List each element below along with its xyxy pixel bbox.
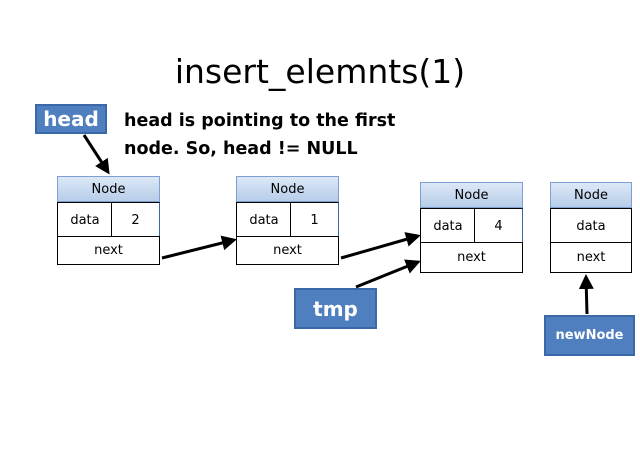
node-2-next-arrow [340, 232, 421, 260]
node-data-value: 2 [111, 202, 160, 238]
node-next-field: next [420, 242, 523, 273]
node-data-label: data [57, 202, 113, 238]
explanation-note: head is pointing to the first node. So, … [124, 107, 424, 163]
node-next-field: next [550, 242, 632, 273]
head-pointer-label: head [35, 104, 107, 134]
tmp-label-text: tmp [313, 296, 358, 321]
newnode-to-new-node-arrow [578, 274, 594, 315]
node-caption: Node [420, 182, 523, 208]
newnode-label-text: newNode [555, 328, 624, 343]
head-label-text: head [43, 107, 99, 131]
node-next-field: next [57, 236, 160, 265]
node-caption: Node [236, 176, 339, 202]
node-data-label: data [550, 208, 632, 244]
node-caption: Node [550, 182, 632, 208]
node-1-next-arrow [161, 235, 237, 260]
note-line-2: node. So, head != NULL [124, 139, 358, 159]
node-next-field: next [236, 236, 339, 265]
diagram-title: insert_elemnts(1) [174, 52, 466, 91]
note-line-1: head is pointing to the first [124, 111, 396, 131]
head-to-node-1-arrow [82, 134, 110, 175]
node-data-label: data [236, 202, 292, 238]
tmp-pointer-label: tmp [294, 288, 377, 329]
newnode-pointer-label: newNode [544, 315, 635, 356]
node-caption: Node [57, 176, 160, 202]
tmp-to-node-3-arrow [355, 259, 421, 289]
node-data-value: 4 [474, 208, 523, 244]
